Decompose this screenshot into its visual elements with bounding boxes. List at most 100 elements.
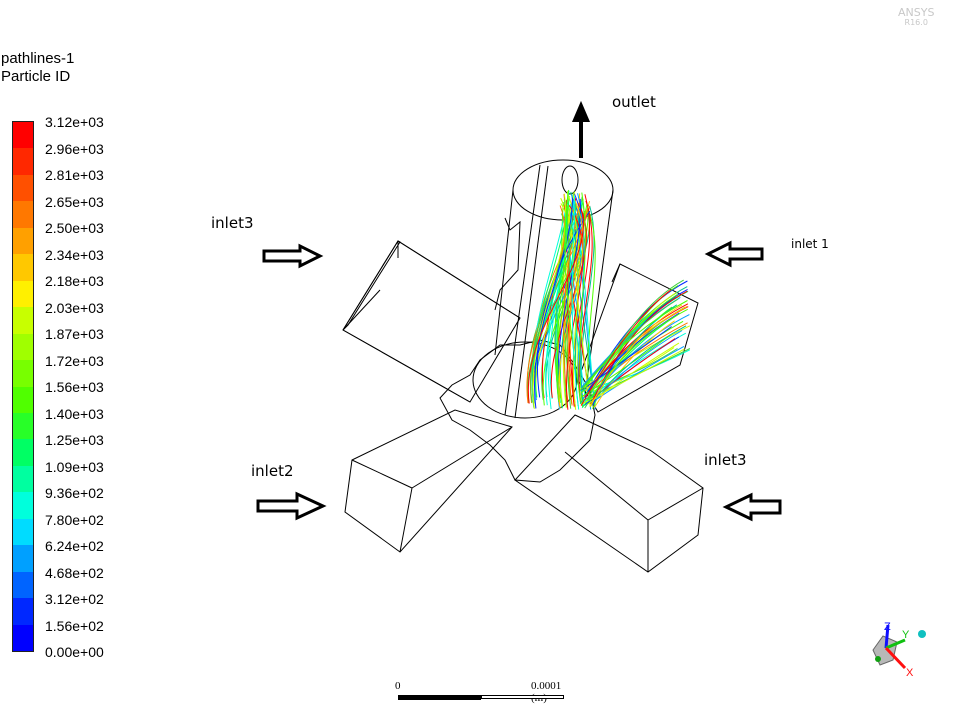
colorbar-swatch (13, 201, 33, 229)
colorbar-label: 2.34e+03 (45, 246, 104, 263)
colorbar-label: 1.25e+03 (45, 432, 104, 448)
colorbar-swatch (13, 412, 33, 440)
colorbar-label: 1.87e+03 (45, 326, 104, 342)
pathline (591, 325, 687, 404)
axis-y-label: Y (902, 629, 910, 641)
pathline (580, 348, 685, 406)
pathline (584, 279, 684, 406)
colorbar-swatch (13, 465, 33, 493)
colorbar-swatch (13, 122, 33, 149)
label-outlet: outlet (612, 93, 656, 111)
cylinder (494, 159, 614, 419)
axis-x-label: X (906, 667, 914, 679)
pathline (579, 192, 586, 408)
legend-title: pathlines-1 (1, 50, 75, 67)
pathline (587, 342, 680, 405)
left-box (342, 240, 521, 403)
bottom-right-box (514, 414, 704, 573)
legend-subtitle: Particle ID (1, 68, 71, 85)
colorbar-label: 4.68e+02 (45, 564, 104, 581)
colorbar-label: 1.56e+03 (45, 379, 104, 395)
pathline (557, 205, 569, 399)
scale-end: 0.0001 (m) (531, 680, 562, 704)
colorbar-swatch (13, 545, 33, 573)
logo-line2: R16.0 (904, 18, 928, 27)
pathline (581, 326, 672, 391)
pathline (578, 200, 593, 404)
pathline (581, 293, 678, 394)
colorbar-swatch (13, 360, 33, 387)
colorbar-label: 3.12e+03 (45, 114, 104, 130)
pathline (580, 289, 671, 406)
colorbar-label: 2.65e+03 (45, 193, 104, 210)
colorbar-swatch (13, 598, 33, 626)
arrow-outlet (571, 100, 591, 158)
pathline (549, 195, 576, 400)
arrow-inlet1 (704, 240, 764, 268)
arrow-inlet2 (256, 491, 327, 521)
colorbar-swatch (13, 518, 33, 546)
pathline (588, 304, 678, 405)
colorbar-label: 2.81e+03 (45, 167, 104, 183)
pathline (545, 212, 567, 406)
colorbar-label: 1.72e+03 (45, 352, 104, 369)
colorbar-label: 1.09e+03 (45, 458, 104, 475)
colorbar-label: 2.03e+03 (45, 299, 104, 316)
label-inlet2: inlet2 (251, 462, 294, 480)
scale-bar-black (398, 695, 481, 700)
arrow-inlet3-bottom (722, 492, 782, 522)
colorbar-swatch (13, 174, 33, 202)
colorbar-label: 6.24e+02 (45, 538, 104, 554)
pathline (571, 201, 580, 410)
pathlines (526, 189, 691, 410)
colorbar-swatch (13, 386, 33, 414)
pathline (594, 320, 675, 408)
axis-z-label: Z (884, 621, 891, 633)
colorbar-swatch (13, 307, 33, 335)
colorbar-swatch (13, 624, 33, 652)
colorbar-swatch (13, 280, 33, 308)
pathline (564, 189, 582, 405)
colorbar-label: 2.96e+03 (45, 140, 104, 157)
pathline (563, 202, 581, 402)
colorbar-swatch (13, 571, 33, 599)
colorbar-label: 9.36e+02 (45, 485, 104, 501)
colorbar-swatch (13, 333, 33, 361)
colorbar-label: 2.18e+03 (45, 273, 104, 289)
label-inlet3-bottom: inlet3 (704, 451, 747, 469)
colorbar (12, 121, 34, 652)
colorbar-label: 0.00e+00 (45, 644, 104, 660)
label-inlet3-top: inlet3 (211, 214, 254, 232)
pathline (530, 203, 577, 403)
colorbar-swatch (13, 148, 33, 176)
colorbar-swatch (13, 254, 33, 282)
arrow-inlet3-top (262, 243, 324, 269)
pathline (534, 197, 573, 409)
junction-outline (439, 339, 596, 483)
pathline (527, 208, 584, 404)
ansys-logo: ANSYS R16.0 (898, 6, 935, 28)
pathline (535, 203, 572, 398)
pathline (566, 192, 580, 410)
colorbar-label: 1.40e+03 (45, 405, 104, 422)
pathline (579, 298, 679, 392)
colorbar-label: 7.80e+02 (45, 511, 104, 528)
colorbar-label: 1.56e+02 (45, 617, 104, 634)
colorbar-swatch (13, 439, 33, 467)
colorbar-label: 3.12e+02 (45, 591, 104, 607)
label-inlet1: inlet 1 (791, 237, 829, 251)
pathline (588, 308, 688, 402)
logo-line1: ANSYS (898, 6, 935, 19)
colorbar-label: 2.50e+03 (45, 220, 104, 236)
pathline (581, 300, 688, 390)
pathline (587, 209, 596, 405)
colorbar-swatch (13, 492, 33, 520)
bottom-left-box (344, 409, 513, 553)
colorbar-swatch (13, 227, 33, 255)
scale-bar-white (481, 695, 564, 699)
axes-triad (872, 624, 926, 670)
pathline (558, 200, 584, 409)
pathline (589, 304, 683, 408)
pathline (550, 203, 587, 398)
